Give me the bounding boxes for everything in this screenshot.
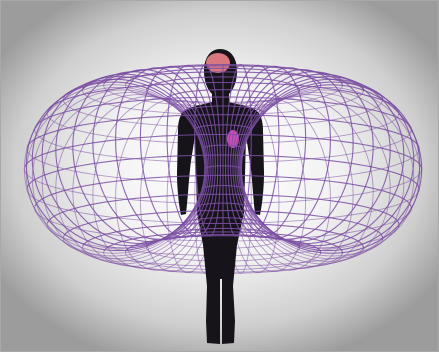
wire-line: [411, 208, 412, 210]
wire-line: [411, 130, 412, 132]
wire-line: [419, 149, 420, 151]
wire-line: [421, 169, 422, 171]
wire-line: [419, 189, 420, 191]
